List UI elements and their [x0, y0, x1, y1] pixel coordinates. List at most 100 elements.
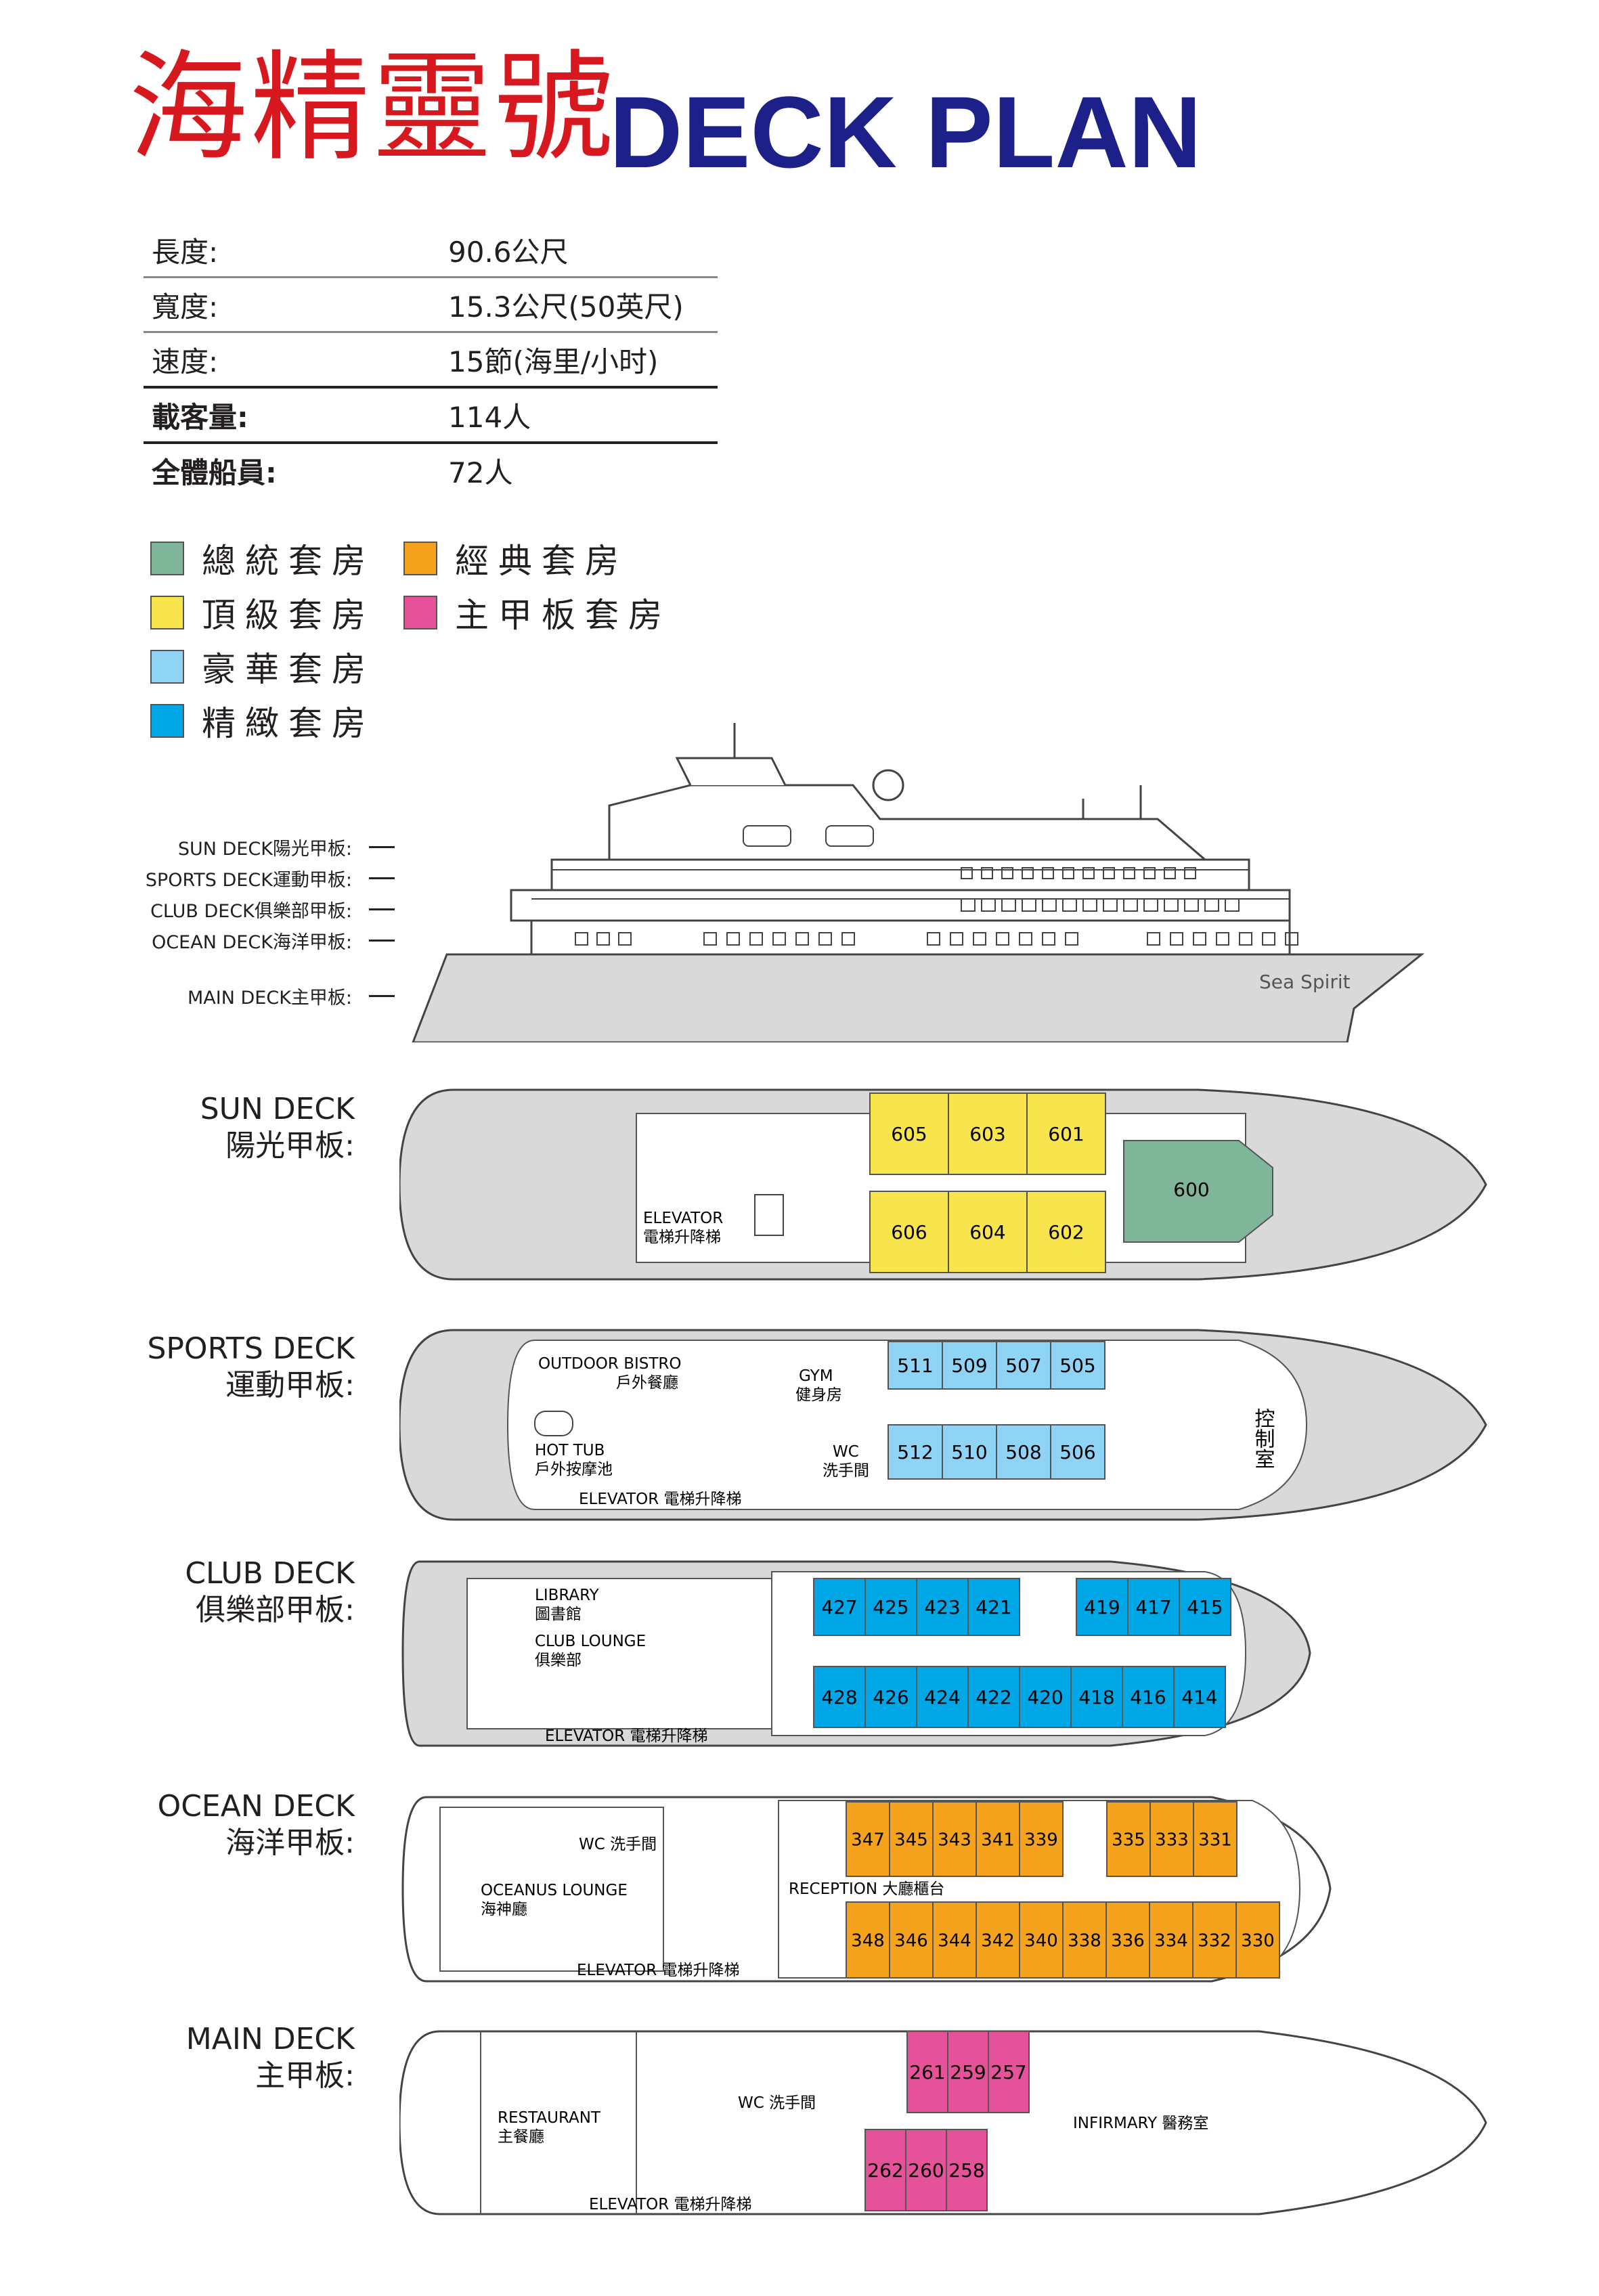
- ship-window: [1001, 867, 1013, 879]
- gym-label: GYM: [799, 1367, 833, 1385]
- ship-window: [1239, 932, 1252, 946]
- cabin-600-label: 600: [1173, 1178, 1209, 1201]
- sports-elevator-label: ELEVATOR 電梯升降梯: [579, 1491, 742, 1508]
- deck-name-cn: 俱樂部甲板:: [196, 1593, 355, 1627]
- cabin-number: 511: [897, 1354, 933, 1377]
- cabin-number: 343: [938, 1830, 971, 1850]
- cabin-number: 347: [851, 1830, 885, 1850]
- ship-window: [703, 932, 717, 946]
- cabin-416[interactable]: [1122, 1666, 1175, 1728]
- cabin-257[interactable]: [988, 2031, 1030, 2113]
- cabin-339[interactable]: [1019, 1801, 1064, 1877]
- cabin-335[interactable]: [1106, 1801, 1151, 1877]
- cabin-262[interactable]: [864, 2129, 906, 2211]
- cabin-334[interactable]: [1149, 1901, 1193, 1979]
- cabin-number: 422: [976, 1686, 1011, 1708]
- cabin-260[interactable]: [905, 2129, 947, 2211]
- cabin-606[interactable]: [869, 1191, 949, 1273]
- cabin-505[interactable]: [1050, 1341, 1105, 1390]
- cabin-510[interactable]: [942, 1424, 997, 1480]
- legend-item-deluxe: 豪華套房: [150, 642, 375, 691]
- cabin-418[interactable]: [1070, 1666, 1123, 1728]
- deck-name-cn: 海洋甲板:: [225, 1826, 355, 1860]
- cabin-507[interactable]: [996, 1341, 1051, 1390]
- cabin-424[interactable]: [916, 1666, 969, 1728]
- cabin-604[interactable]: [948, 1191, 1028, 1273]
- cabin-number: 421: [976, 1596, 1011, 1618]
- cabin-344[interactable]: [932, 1901, 977, 1979]
- cabin-426[interactable]: [864, 1666, 917, 1728]
- cabin-259[interactable]: [947, 2031, 989, 2113]
- cabin-number: 333: [1155, 1830, 1189, 1850]
- cabin-number: 345: [894, 1830, 928, 1850]
- cabin-417[interactable]: [1127, 1578, 1180, 1636]
- ship-window: [950, 932, 963, 946]
- ship-window: [1216, 932, 1229, 946]
- deck-name-en: MAIN DECK: [185, 2022, 355, 2056]
- cabin-508[interactable]: [996, 1424, 1051, 1480]
- cabin-333[interactable]: [1149, 1801, 1194, 1877]
- cabin-415[interactable]: [1179, 1578, 1231, 1636]
- cabin-600[interactable]: [1123, 1140, 1273, 1243]
- ship-window: [575, 932, 588, 946]
- cabin-423[interactable]: [916, 1578, 969, 1636]
- cabin-342[interactable]: [976, 1901, 1020, 1979]
- cabin-427[interactable]: [813, 1578, 866, 1636]
- ship-window: [1062, 867, 1074, 879]
- ship-window: [772, 932, 786, 946]
- legend-label: 豪華套房: [202, 650, 375, 689]
- legend-item-presidential: 總統套房: [150, 534, 375, 583]
- cabin-428[interactable]: [813, 1666, 866, 1728]
- cabin-414[interactable]: [1173, 1666, 1226, 1728]
- hottub-label-cn: 戶外按摩池: [535, 1461, 613, 1478]
- cabin-number: 330: [1241, 1930, 1275, 1951]
- cabin-number: 261: [909, 2061, 945, 2083]
- cabin-420[interactable]: [1019, 1666, 1072, 1728]
- ship-window: [1262, 932, 1275, 946]
- tick-mark: [369, 908, 395, 910]
- cabin-601[interactable]: [1026, 1092, 1106, 1175]
- cabin-419[interactable]: [1076, 1578, 1129, 1636]
- cabin-341[interactable]: [976, 1801, 1020, 1877]
- cabin-number: 341: [981, 1830, 1015, 1850]
- cabin-346[interactable]: [889, 1901, 934, 1979]
- cabin-348[interactable]: [846, 1901, 890, 1979]
- deck-name-en: SPORTS DECK: [147, 1331, 355, 1366]
- side-label-club: CLUB DECK俱樂部甲板:: [150, 901, 352, 922]
- deck-name-cn: 主甲板:: [255, 2058, 355, 2093]
- tick-mark: [369, 995, 395, 997]
- cabin-511[interactable]: [888, 1341, 943, 1390]
- cabin-602[interactable]: [1026, 1191, 1106, 1273]
- cabin-number: 419: [1084, 1596, 1120, 1618]
- wc-label-cn: 洗手間: [823, 1462, 869, 1480]
- spec-label: 全體船員:: [152, 456, 277, 489]
- cabin-number: 346: [894, 1930, 928, 1951]
- cabin-number: 506: [1059, 1441, 1095, 1463]
- cabin-605[interactable]: [869, 1092, 949, 1175]
- ship-window: [1019, 932, 1032, 946]
- spec-value: 114人: [448, 400, 531, 434]
- cabin-340[interactable]: [1019, 1901, 1064, 1979]
- cabin-343[interactable]: [932, 1801, 977, 1877]
- cabin-number: 512: [897, 1441, 933, 1463]
- cabin-258[interactable]: [946, 2129, 988, 2211]
- ship-window: [1204, 898, 1219, 912]
- legend-swatch: [150, 542, 184, 575]
- legend-swatch: [150, 704, 184, 738]
- cabin-603[interactable]: [948, 1092, 1028, 1175]
- cabin-345[interactable]: [889, 1801, 934, 1877]
- cabin-261[interactable]: [906, 2031, 948, 2113]
- cabin-331[interactable]: [1193, 1801, 1237, 1877]
- cabin-506[interactable]: [1050, 1424, 1105, 1480]
- spec-label: 載客量:: [152, 400, 248, 434]
- cabin-330[interactable]: [1235, 1901, 1280, 1979]
- legend-swatch: [150, 596, 184, 630]
- ship-window: [1042, 867, 1054, 879]
- cabin-332[interactable]: [1192, 1901, 1237, 1979]
- ship-window: [981, 867, 993, 879]
- cabin-421[interactable]: [967, 1578, 1020, 1636]
